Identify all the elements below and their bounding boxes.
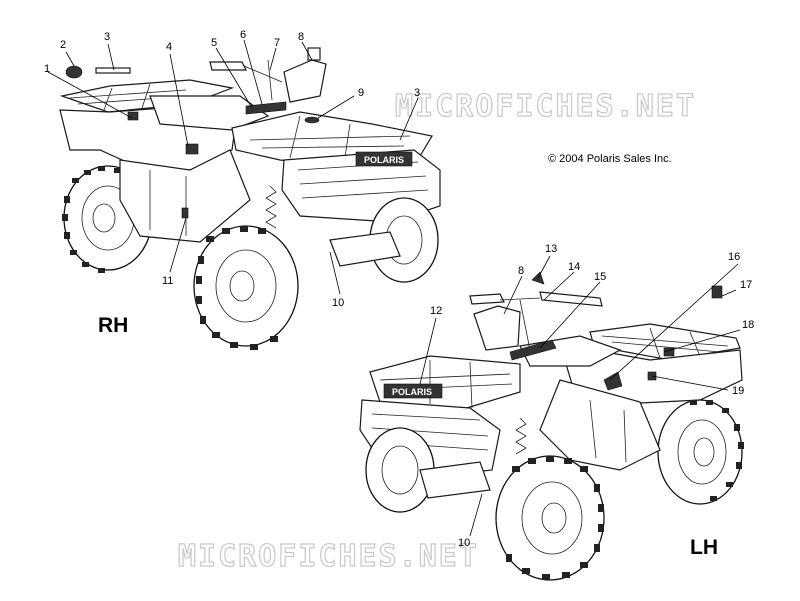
atv-lh-view: POLARIS xyxy=(359,271,744,581)
callout-labels: 1 2 3 4 5 6 7 8 9 3 11 10 13 8 14 15 16 … xyxy=(44,29,754,549)
atv-rh-view: POLARIS xyxy=(59,47,441,350)
callout-2: 2 xyxy=(60,39,66,51)
callout-8b: 8 xyxy=(518,265,524,277)
callout-5: 5 xyxy=(211,37,217,49)
view-label-lh: LH xyxy=(690,536,718,559)
callout-16: 16 xyxy=(728,251,740,263)
copyright-notice: © 2004 Polaris Sales Inc. xyxy=(548,153,672,165)
view-label-rh: RH xyxy=(98,314,128,337)
watermark-top: MICROFICHES.NET xyxy=(395,89,696,124)
callout-3: 3 xyxy=(104,31,110,43)
callout-10b: 10 xyxy=(458,537,470,549)
callout-12: 12 xyxy=(430,305,442,317)
leader-lines xyxy=(47,39,741,537)
brand-decal-rh: POLARIS xyxy=(364,155,404,165)
callout-11: 11 xyxy=(162,275,173,287)
callout-4: 4 xyxy=(166,41,172,53)
callout-19: 19 xyxy=(732,385,744,397)
callout-7: 7 xyxy=(274,37,280,49)
callout-18: 18 xyxy=(742,319,754,331)
callout-9: 9 xyxy=(358,87,364,99)
callout-13: 13 xyxy=(545,243,557,255)
callout-6: 6 xyxy=(240,29,246,41)
callout-8: 8 xyxy=(298,31,304,43)
callout-17: 17 xyxy=(740,279,752,291)
callout-15: 15 xyxy=(594,271,606,283)
watermark-bottom: MICROFICHES.NET xyxy=(178,539,479,574)
callout-10: 10 xyxy=(332,297,344,309)
callout-1: 1 xyxy=(44,63,50,75)
callout-14: 14 xyxy=(568,261,580,273)
callout-3b: 3 xyxy=(414,87,420,99)
brand-decal-lh: POLARIS xyxy=(392,387,432,397)
